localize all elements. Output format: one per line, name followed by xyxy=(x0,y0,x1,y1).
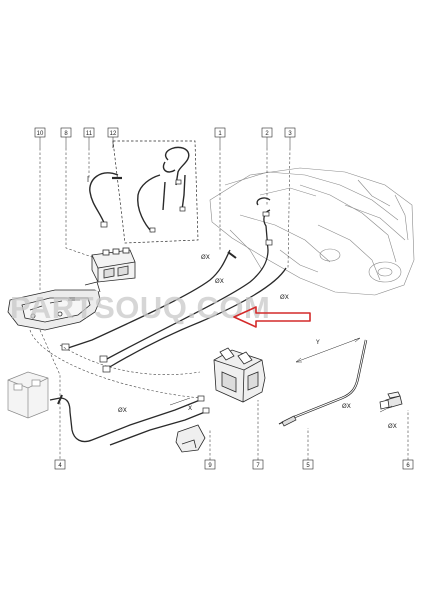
dim-mark-x: X xyxy=(188,405,192,412)
callout-9: 9 xyxy=(204,459,216,470)
callouts-bottom: 4 9 7 5 6 xyxy=(54,459,414,470)
callout-6: 6 xyxy=(402,459,414,470)
svg-text:8: 8 xyxy=(64,131,68,137)
clip-9 xyxy=(175,424,206,453)
svg-text:3: 3 xyxy=(288,131,292,137)
svg-text:7: 7 xyxy=(256,463,260,469)
callouts-top: 10 8 11 12 1 2 3 xyxy=(34,127,296,138)
hose-5 xyxy=(278,339,368,427)
lower-pipes-4-9 xyxy=(49,394,210,446)
dim-label-2: ØX xyxy=(215,278,224,285)
long-pipes xyxy=(61,197,287,373)
callout-12: 12 xyxy=(107,127,119,138)
svg-text:6: 6 xyxy=(406,463,410,469)
dim-label-1: ØX xyxy=(201,254,210,261)
callout-10: 10 xyxy=(34,127,46,138)
callout-3: 3 xyxy=(284,127,296,138)
dim-label-4: ØX xyxy=(118,407,127,414)
dimension-labels: ØX ØX ØX ØX ØX ØX X Y xyxy=(118,254,397,430)
pipe-11 xyxy=(87,172,122,228)
svg-text:11: 11 xyxy=(86,131,93,137)
master-cylinder-sketch xyxy=(7,371,49,419)
highlight-arrow xyxy=(233,306,311,328)
svg-text:1: 1 xyxy=(218,131,222,137)
watermark-logo: PARTSOUQ.COM xyxy=(10,290,270,325)
dimension-marks xyxy=(169,337,393,413)
vehicle-body-sketch xyxy=(209,167,415,296)
callout-2: 2 xyxy=(261,127,273,138)
callout-5: 5 xyxy=(302,459,314,470)
bracket-10 xyxy=(7,281,101,331)
callout-11: 11 xyxy=(83,127,95,138)
callout-8: 8 xyxy=(60,127,72,138)
callout-4: 4 xyxy=(54,459,66,470)
svg-text:5: 5 xyxy=(306,463,310,469)
dim-label-3: ØX xyxy=(280,294,289,301)
svg-text:4: 4 xyxy=(58,463,62,469)
svg-text:10: 10 xyxy=(37,131,44,137)
fitting-6 xyxy=(379,391,403,410)
callout-1: 1 xyxy=(214,127,226,138)
svg-text:2: 2 xyxy=(265,131,269,137)
callout-leaders-top xyxy=(39,137,291,148)
dim-mark-y: Y xyxy=(315,339,320,346)
dim-label-6: ØX xyxy=(388,423,397,430)
pipe-set-12 xyxy=(112,140,199,244)
valve-block-8 xyxy=(91,247,136,283)
callout-7: 7 xyxy=(252,459,264,470)
dim-label-5: ØX xyxy=(342,403,351,410)
modulator-block-7 xyxy=(213,347,266,403)
svg-text:12: 12 xyxy=(110,131,117,137)
svg-text:9: 9 xyxy=(208,463,212,469)
